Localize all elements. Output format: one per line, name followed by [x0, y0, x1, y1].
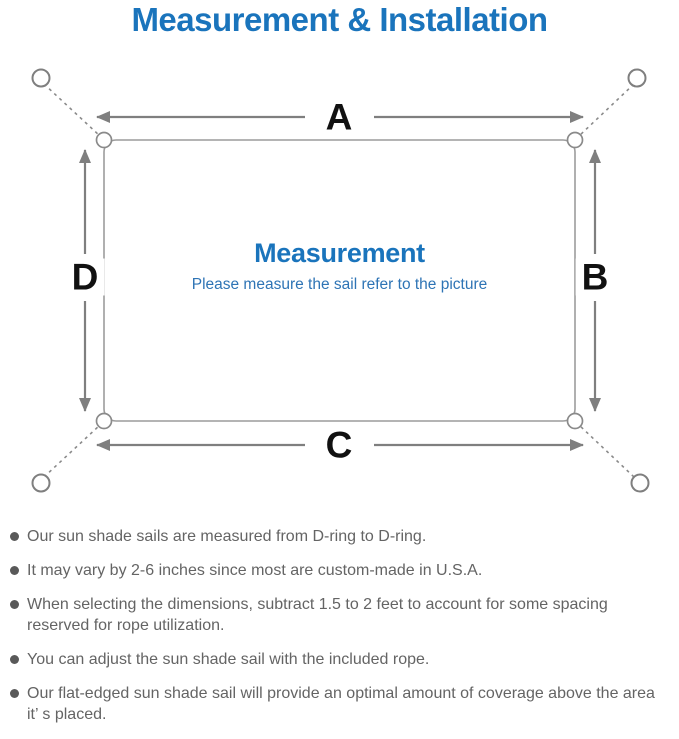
d-ring-icon-top-left: [95, 131, 113, 149]
note-text: Our sun shade sails are measured from D-…: [27, 528, 427, 545]
diagram-canvas: [31, 68, 650, 493]
rope-dashed-line-top-right: [578, 83, 635, 137]
anchor-point-icon-bottom-left: [31, 473, 51, 493]
diagram-center-subtitle: Please measure the sail refer to the pic…: [191, 276, 488, 294]
d-ring-icon-top-right: [566, 131, 584, 149]
bullet-dot-icon: [10, 655, 19, 664]
diagram-center-text: Measurement Please measure the sail refe…: [0, 238, 679, 295]
header: Measurement & Installation: [0, 0, 679, 60]
note-text: Our flat-edged sun shade sail will provi…: [27, 685, 655, 723]
note-text: When selecting the dimensions, subtract …: [27, 596, 608, 634]
diagram-center-title: Measurement: [254, 238, 425, 268]
list-item: When selecting the dimensions, subtract …: [10, 594, 669, 636]
list-item: It may vary by 2-6 inches since most are…: [10, 560, 669, 581]
notes-section: Our sun shade sails are measured from D-…: [0, 520, 679, 725]
anchor-point-icon-top-right: [627, 68, 647, 88]
dimension-label-c: C: [319, 426, 359, 464]
bullet-dot-icon: [10, 566, 19, 575]
bullet-dot-icon: [10, 532, 19, 541]
d-ring-icon-bottom-right: [566, 412, 584, 430]
rope-dashed-line-top-left: [43, 83, 101, 137]
list-item: Our sun shade sails are measured from D-…: [10, 526, 669, 547]
anchor-point-icon-top-left: [31, 68, 51, 88]
bullet-dot-icon: [10, 600, 19, 609]
dimension-label-d: D: [65, 258, 105, 296]
list-item: Our flat-edged sun shade sail will provi…: [10, 683, 669, 725]
note-text: You can adjust the sun shade sail with t…: [27, 651, 430, 668]
sail-measurement-diagram: A B C D Measurement Please measure the s…: [0, 60, 679, 520]
dimension-label-b: B: [575, 258, 615, 296]
rope-dashed-line-bottom-right: [578, 424, 635, 478]
anchor-point-icon-bottom-right: [630, 473, 650, 493]
list-item: You can adjust the sun shade sail with t…: [10, 649, 669, 670]
page-title: Measurement & Installation: [131, 1, 548, 38]
d-ring-icon-bottom-left: [95, 412, 113, 430]
bullet-dot-icon: [10, 689, 19, 698]
note-text: It may vary by 2-6 inches since most are…: [27, 562, 483, 579]
dimension-label-a: A: [319, 98, 359, 136]
notes-list: Our sun shade sails are measured from D-…: [10, 526, 669, 725]
rope-dashed-line-bottom-left: [43, 424, 101, 478]
